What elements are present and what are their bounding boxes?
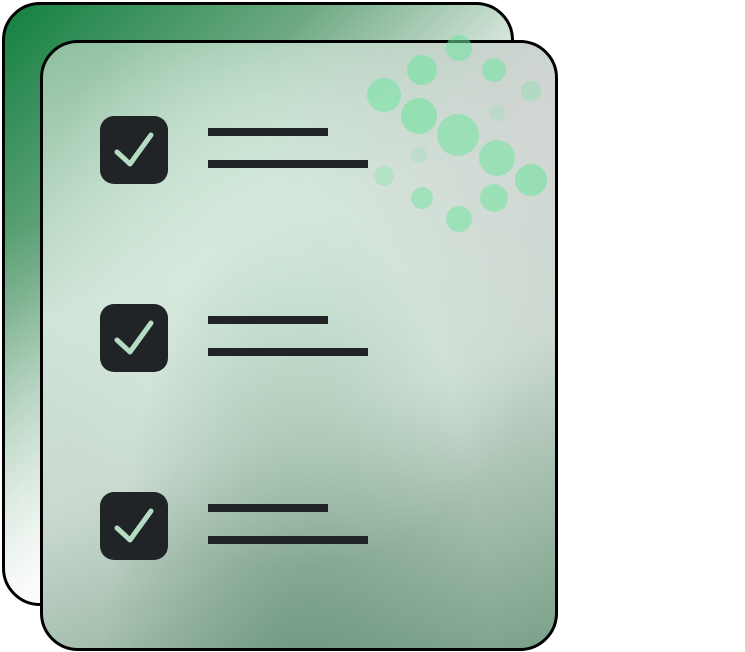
text-placeholder-line: [208, 316, 328, 324]
checklist-item: [100, 492, 380, 560]
text-placeholder-line: [208, 504, 328, 512]
text-placeholder-line: [208, 128, 328, 136]
text-placeholder-line: [208, 536, 368, 544]
checkbox-checked-icon: [100, 492, 168, 560]
text-placeholder-line: [208, 348, 368, 356]
checklist-item: [100, 116, 380, 184]
checklist-item: [100, 304, 380, 372]
checkbox-checked-icon: [100, 304, 168, 372]
text-placeholder-line: [208, 160, 368, 168]
checkbox-checked-icon: [100, 116, 168, 184]
